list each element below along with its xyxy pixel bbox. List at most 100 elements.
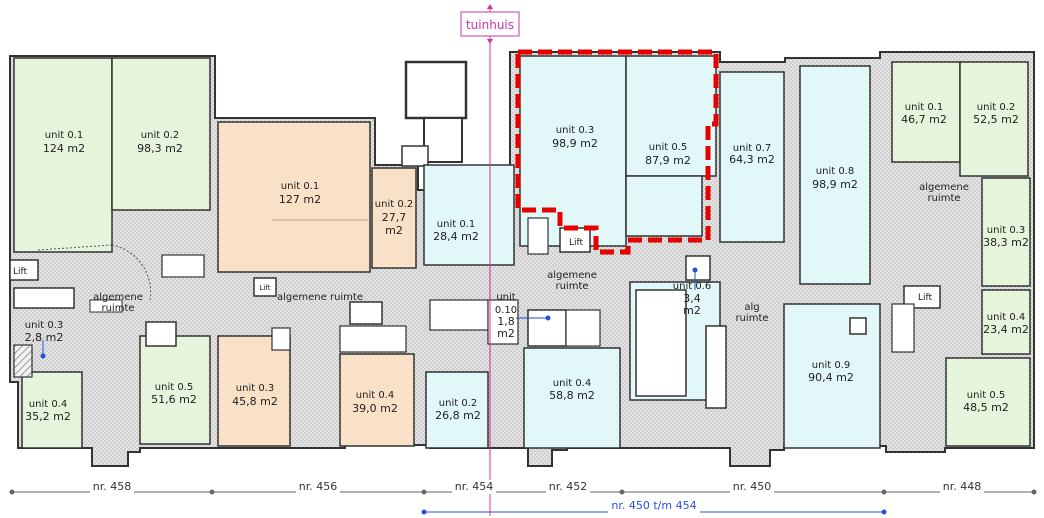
unit-452-3-area [519,55,627,247]
unit-458-1-name: unit 0.1 [45,130,83,141]
unit-454-10-line4: m2 [497,327,515,340]
unit-454-1-area [423,164,515,266]
common-450-line1: alg [744,302,759,313]
common-456: algemene ruimte [277,292,363,303]
unit-458-2-area-label: 98,3 m2 [137,142,183,155]
unit-448-1-name: unit 0.1 [905,102,943,113]
unit-452-3-area-label: 98,9 m2 [552,137,598,150]
unit-448-1-area-label: 46,7 m2 [901,113,947,126]
unit-452-6-name: unit 0.6 [673,281,711,292]
dimension-bar [9,489,1037,515]
unit-452-5-name: unit 0.5 [649,142,687,153]
unit-448-4-area [981,289,1031,355]
unit-448-5-name: unit 0.5 [967,390,1005,401]
unit-458-3-area-label: 2,8 m2 [25,331,64,344]
unit-454-10-line3: 1,8 [497,315,515,328]
unit-450-8-area-label: 98,9 m2 [812,178,858,191]
unit-448-4-area-label: 23,4 m2 [983,323,1029,336]
dim-nr448: nr. 448 [943,480,981,493]
unit-454-10-line1: unit [496,292,515,303]
common-458-line2: ruimte [101,303,134,314]
unit-458-1-area-label: 124 m2 [43,142,85,155]
unit-448-3-name: unit 0.3 [987,225,1025,236]
tuinhuis-axis [460,4,520,516]
unit-458-5-name: unit 0.5 [155,382,193,393]
unit-450-8-area [799,65,871,285]
block-448 [891,61,1031,447]
unit-450-7-area-label: 64,3 m2 [729,153,775,166]
block-454 [401,60,519,449]
unit-452-4-area-label: 58,8 m2 [549,389,595,402]
unit-456-1-name: unit 0.1 [281,181,319,192]
unit-458-5-area [139,335,211,445]
dim-nr452: nr. 452 [549,480,587,493]
unit-456-4-name: unit 0.4 [356,390,394,401]
common-452-line1: algemene [547,270,597,281]
unit-450-8-name: unit 0.8 [816,166,854,177]
highlight-outline [515,49,719,255]
common-448-line2: ruimte [927,193,960,204]
unit-448-2-name: unit 0.2 [977,102,1015,113]
unit-448-5-area [945,357,1031,447]
tuinhuis-label: tuinhuis [466,18,514,32]
unit-448-3-area [981,177,1031,287]
lift-452: Lift [569,238,584,248]
unit-452-5-area-label: 87,9 m2 [645,154,691,167]
unit-454-10-line2: 0.10 [495,305,517,316]
unit-456-3-name: unit 0.3 [236,383,274,394]
unit-458-4-area-label: 35,2 m2 [25,410,71,423]
block-452 [515,49,727,449]
unit-458-4-name: unit 0.4 [29,399,67,410]
unit-454-1-name: unit 0.1 [437,219,475,230]
unit-458-5-area-label: 51,6 m2 [151,393,197,406]
unit-456-2-unit: m2 [385,224,403,237]
dim-nr450: nr. 450 [733,480,771,493]
lift-448: Lift [918,293,933,303]
dim-nr450-454: nr. 450 t/m 454 [611,499,696,512]
unit-454-2-area-label: 26,8 m2 [435,409,481,422]
unit-456-4-area [339,353,415,447]
unit-448-2-area-label: 52,5 m2 [973,113,1019,126]
unit-458-3-name: unit 0.3 [25,320,63,331]
unit-454-2-name: unit 0.2 [439,398,477,409]
block-450 [719,65,881,449]
tuinhuis-tag [460,11,520,37]
dim-nr456: nr. 456 [299,480,337,493]
dim-nr458: nr. 458 [93,480,131,493]
unit-448-3-area-label: 38,3 m2 [983,236,1029,249]
unit-458-2-name: unit 0.2 [141,130,179,141]
unit-448-5-area-label: 48,5 m2 [963,401,1009,414]
unit-454-1-area-label: 28,4 m2 [433,230,479,243]
unit-450-7-name: unit 0.7 [733,143,771,154]
labels: tuinhuis unit 0.1 124 m2 unit 0.2 98,3 m… [13,18,1029,514]
unit-456-1-area-label: 127 m2 [279,193,321,206]
common-450-line2: ruimte [735,313,768,324]
block-458 [9,57,211,449]
lift-456: Lift [260,284,271,292]
unit-452-4-area [523,347,621,449]
common-458-line1: algemene [93,292,143,303]
unit-450-9-name: unit 0.9 [812,360,850,371]
lift-458: Lift [13,267,28,277]
unit-452-6-unit: m2 [683,304,701,317]
unit-454-2-area [425,371,489,449]
unit-456-3-area-label: 45,8 m2 [232,395,278,408]
unit-458-2-area [111,57,211,211]
unit-456-2-name: unit 0.2 [375,199,413,210]
unit-456-1-area [217,121,371,273]
common-448-line1: algemene [919,182,969,193]
unit-452-5-area [625,55,717,177]
unit-452-3-name: unit 0.3 [556,125,594,136]
unit-458-1-area [13,57,113,253]
unit-448-2-area [959,61,1029,177]
unit-456-4-area-label: 39,0 m2 [352,402,398,415]
unit-450-9-area-label: 90,4 m2 [808,371,854,384]
unit-452-4-name: unit 0.4 [553,378,591,389]
unit-452-6-area-label: 3,4 [683,292,701,305]
common-452-line2: ruimte [555,281,588,292]
unit-448-1-area [891,61,961,163]
unit-456-2-area-label: 27,7 [382,211,407,224]
unit-450-7-area [719,71,785,243]
unit-456-3-area [217,335,291,447]
